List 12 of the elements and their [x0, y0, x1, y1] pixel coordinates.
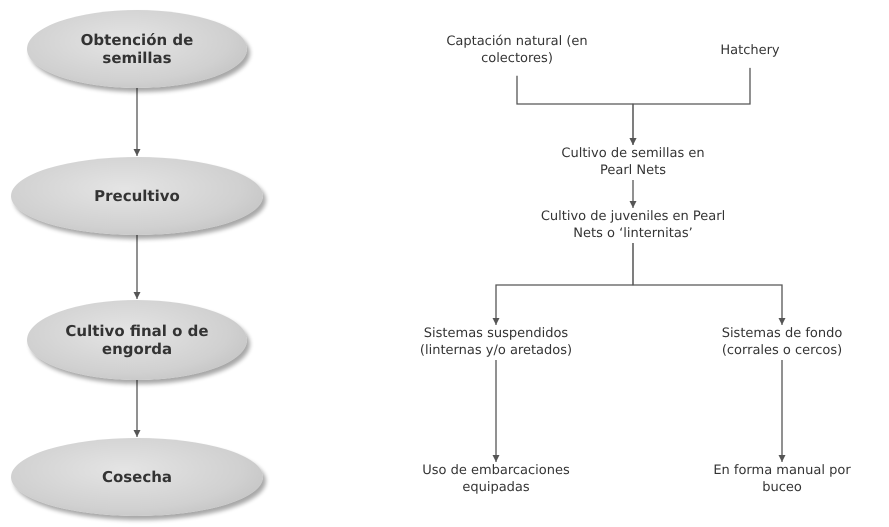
connector-arrow: [632, 242, 786, 325]
connector-arrow: [778, 360, 786, 462]
connector-arrow: [630, 68, 751, 145]
stage-ellipse: Precultivo: [11, 157, 263, 235]
stage-ellipse: Cosecha: [11, 438, 263, 516]
stage-ellipse: Cultivo final o de engorda: [27, 300, 247, 380]
connector-arrow: [134, 380, 140, 437]
connector-arrow: [134, 88, 140, 156]
connector-arrow: [630, 180, 636, 208]
stage-ellipse: Obtención de semillas: [27, 10, 247, 88]
connector-arrow: [134, 235, 140, 299]
connector-arrow: [492, 360, 500, 462]
